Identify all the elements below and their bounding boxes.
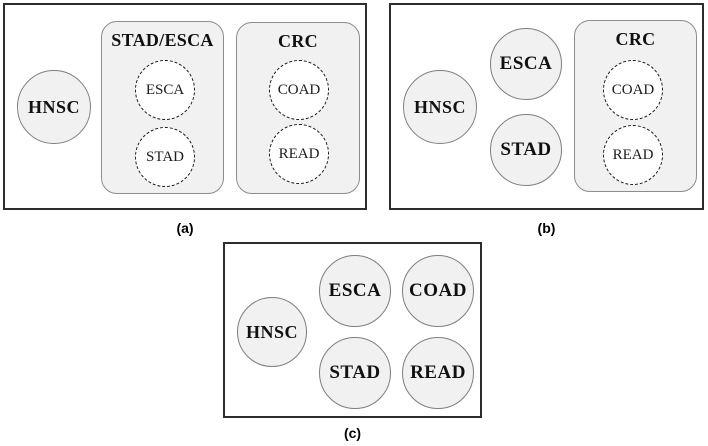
node-esca-a: ESCA bbox=[135, 60, 195, 120]
panel-a: HNSC STAD/ESCA ESCA STAD CRC COAD READ bbox=[3, 3, 367, 210]
node-stad-c-label: STAD bbox=[329, 362, 381, 383]
node-read-c: READ bbox=[402, 337, 474, 409]
node-read-c-label: READ bbox=[410, 362, 466, 383]
node-coad-c: COAD bbox=[402, 255, 474, 327]
node-esca-c: ESCA bbox=[319, 255, 391, 327]
node-stad-a-label: STAD bbox=[146, 148, 184, 165]
group-crc-a-title: CRC bbox=[278, 31, 318, 51]
node-coad-b: COAD bbox=[603, 60, 663, 120]
node-coad-a-label: COAD bbox=[277, 81, 321, 98]
node-coad-c-label: COAD bbox=[409, 280, 467, 301]
panel-c: HNSC ESCA COAD STAD READ bbox=[223, 242, 482, 418]
node-stad-c: STAD bbox=[319, 337, 391, 409]
node-read-b-label: READ bbox=[612, 146, 654, 163]
group-crc-b: CRC COAD READ bbox=[574, 20, 697, 192]
node-hnsc-a: HNSC bbox=[17, 70, 91, 144]
group-crc-b-title: CRC bbox=[615, 29, 656, 49]
node-hnsc-c: HNSC bbox=[237, 297, 307, 367]
node-esca-a-label: ESCA bbox=[145, 81, 185, 98]
group-stad-esca-title: STAD/ESCA bbox=[111, 30, 214, 50]
node-read-a-label: READ bbox=[278, 145, 320, 162]
caption-b: (b) bbox=[537, 220, 556, 236]
node-stad-b-label: STAD bbox=[500, 139, 552, 160]
node-hnsc-b-label: HNSC bbox=[413, 96, 466, 117]
node-read-b: READ bbox=[603, 125, 663, 185]
node-read-a: READ bbox=[269, 124, 329, 184]
node-coad-a: COAD bbox=[269, 60, 329, 120]
group-crc-a: CRC COAD READ bbox=[236, 22, 360, 194]
caption-a: (a) bbox=[176, 220, 194, 236]
node-hnsc-a-label: HNSC bbox=[27, 96, 80, 117]
node-stad-b: STAD bbox=[490, 114, 562, 186]
node-hnsc-b: HNSC bbox=[403, 70, 477, 144]
panel-b: HNSC ESCA STAD CRC COAD READ bbox=[389, 3, 704, 210]
node-coad-b-label: COAD bbox=[611, 81, 655, 98]
group-stad-esca: STAD/ESCA ESCA STAD bbox=[101, 21, 224, 194]
node-stad-a: STAD bbox=[135, 127, 195, 187]
caption-c: (c) bbox=[343, 425, 362, 441]
node-hnsc-c-label: HNSC bbox=[245, 321, 298, 342]
node-esca-b: ESCA bbox=[490, 28, 562, 100]
node-esca-c-label: ESCA bbox=[328, 280, 382, 301]
node-esca-b-label: ESCA bbox=[499, 53, 553, 74]
